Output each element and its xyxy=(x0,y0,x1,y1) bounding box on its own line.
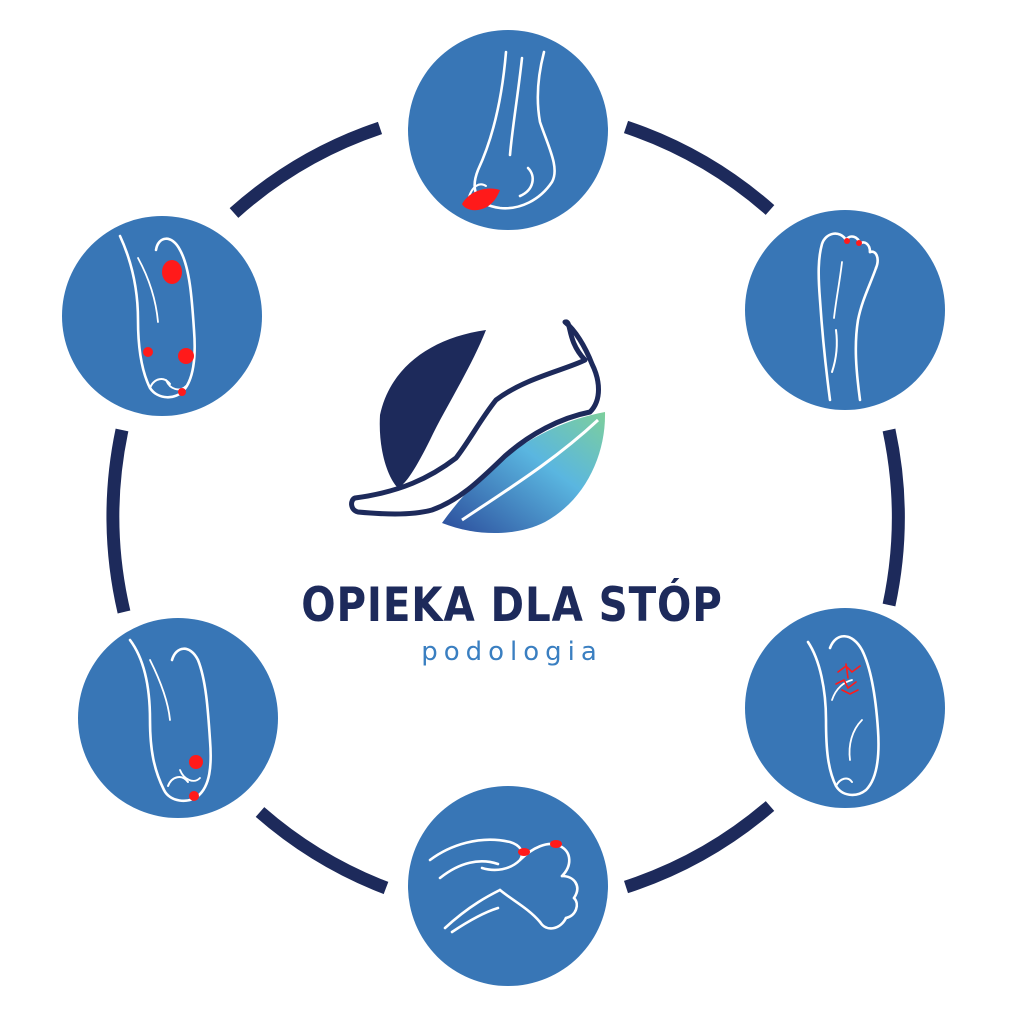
crack-marks xyxy=(835,663,861,695)
ring-segment-bottom-left xyxy=(255,807,389,895)
heel-leaf-logo-icon xyxy=(349,319,606,534)
service-circle-upper-right xyxy=(745,210,945,410)
ring-segment-bottom-right xyxy=(623,801,775,894)
cracked-heel-sole-icon xyxy=(806,634,880,797)
service-circle-lower-left xyxy=(78,618,278,818)
heel-pain-marker xyxy=(462,188,500,211)
nail-polish-marker xyxy=(550,840,562,848)
brand-subtitle: podologia xyxy=(421,637,603,667)
corn-marker xyxy=(189,755,203,769)
service-circle-upper-left xyxy=(62,216,262,416)
ring-segment-top-left xyxy=(229,121,383,218)
callus-marker xyxy=(178,348,194,364)
cracked-heel-side-icon xyxy=(467,50,556,210)
nail-polish-marker xyxy=(518,848,530,856)
nail-care-toes-icon xyxy=(428,838,579,934)
callus-marker xyxy=(143,347,153,357)
callus-marker xyxy=(162,260,182,284)
toe-nail-marker xyxy=(844,238,850,244)
service-circle-lower-right xyxy=(745,608,945,808)
ring-segment-left xyxy=(106,428,131,614)
brand-title: OPIEKA DLA STÓP xyxy=(301,578,723,633)
ring-segments xyxy=(106,120,905,895)
callus-marker xyxy=(178,388,186,396)
toe-nail-marker xyxy=(856,240,862,246)
service-circle-top xyxy=(408,30,608,230)
ring-segment-top-right xyxy=(623,120,775,215)
service-circle-bottom xyxy=(408,786,608,986)
corn-marker xyxy=(189,791,199,801)
ring-segment-right xyxy=(882,428,905,607)
